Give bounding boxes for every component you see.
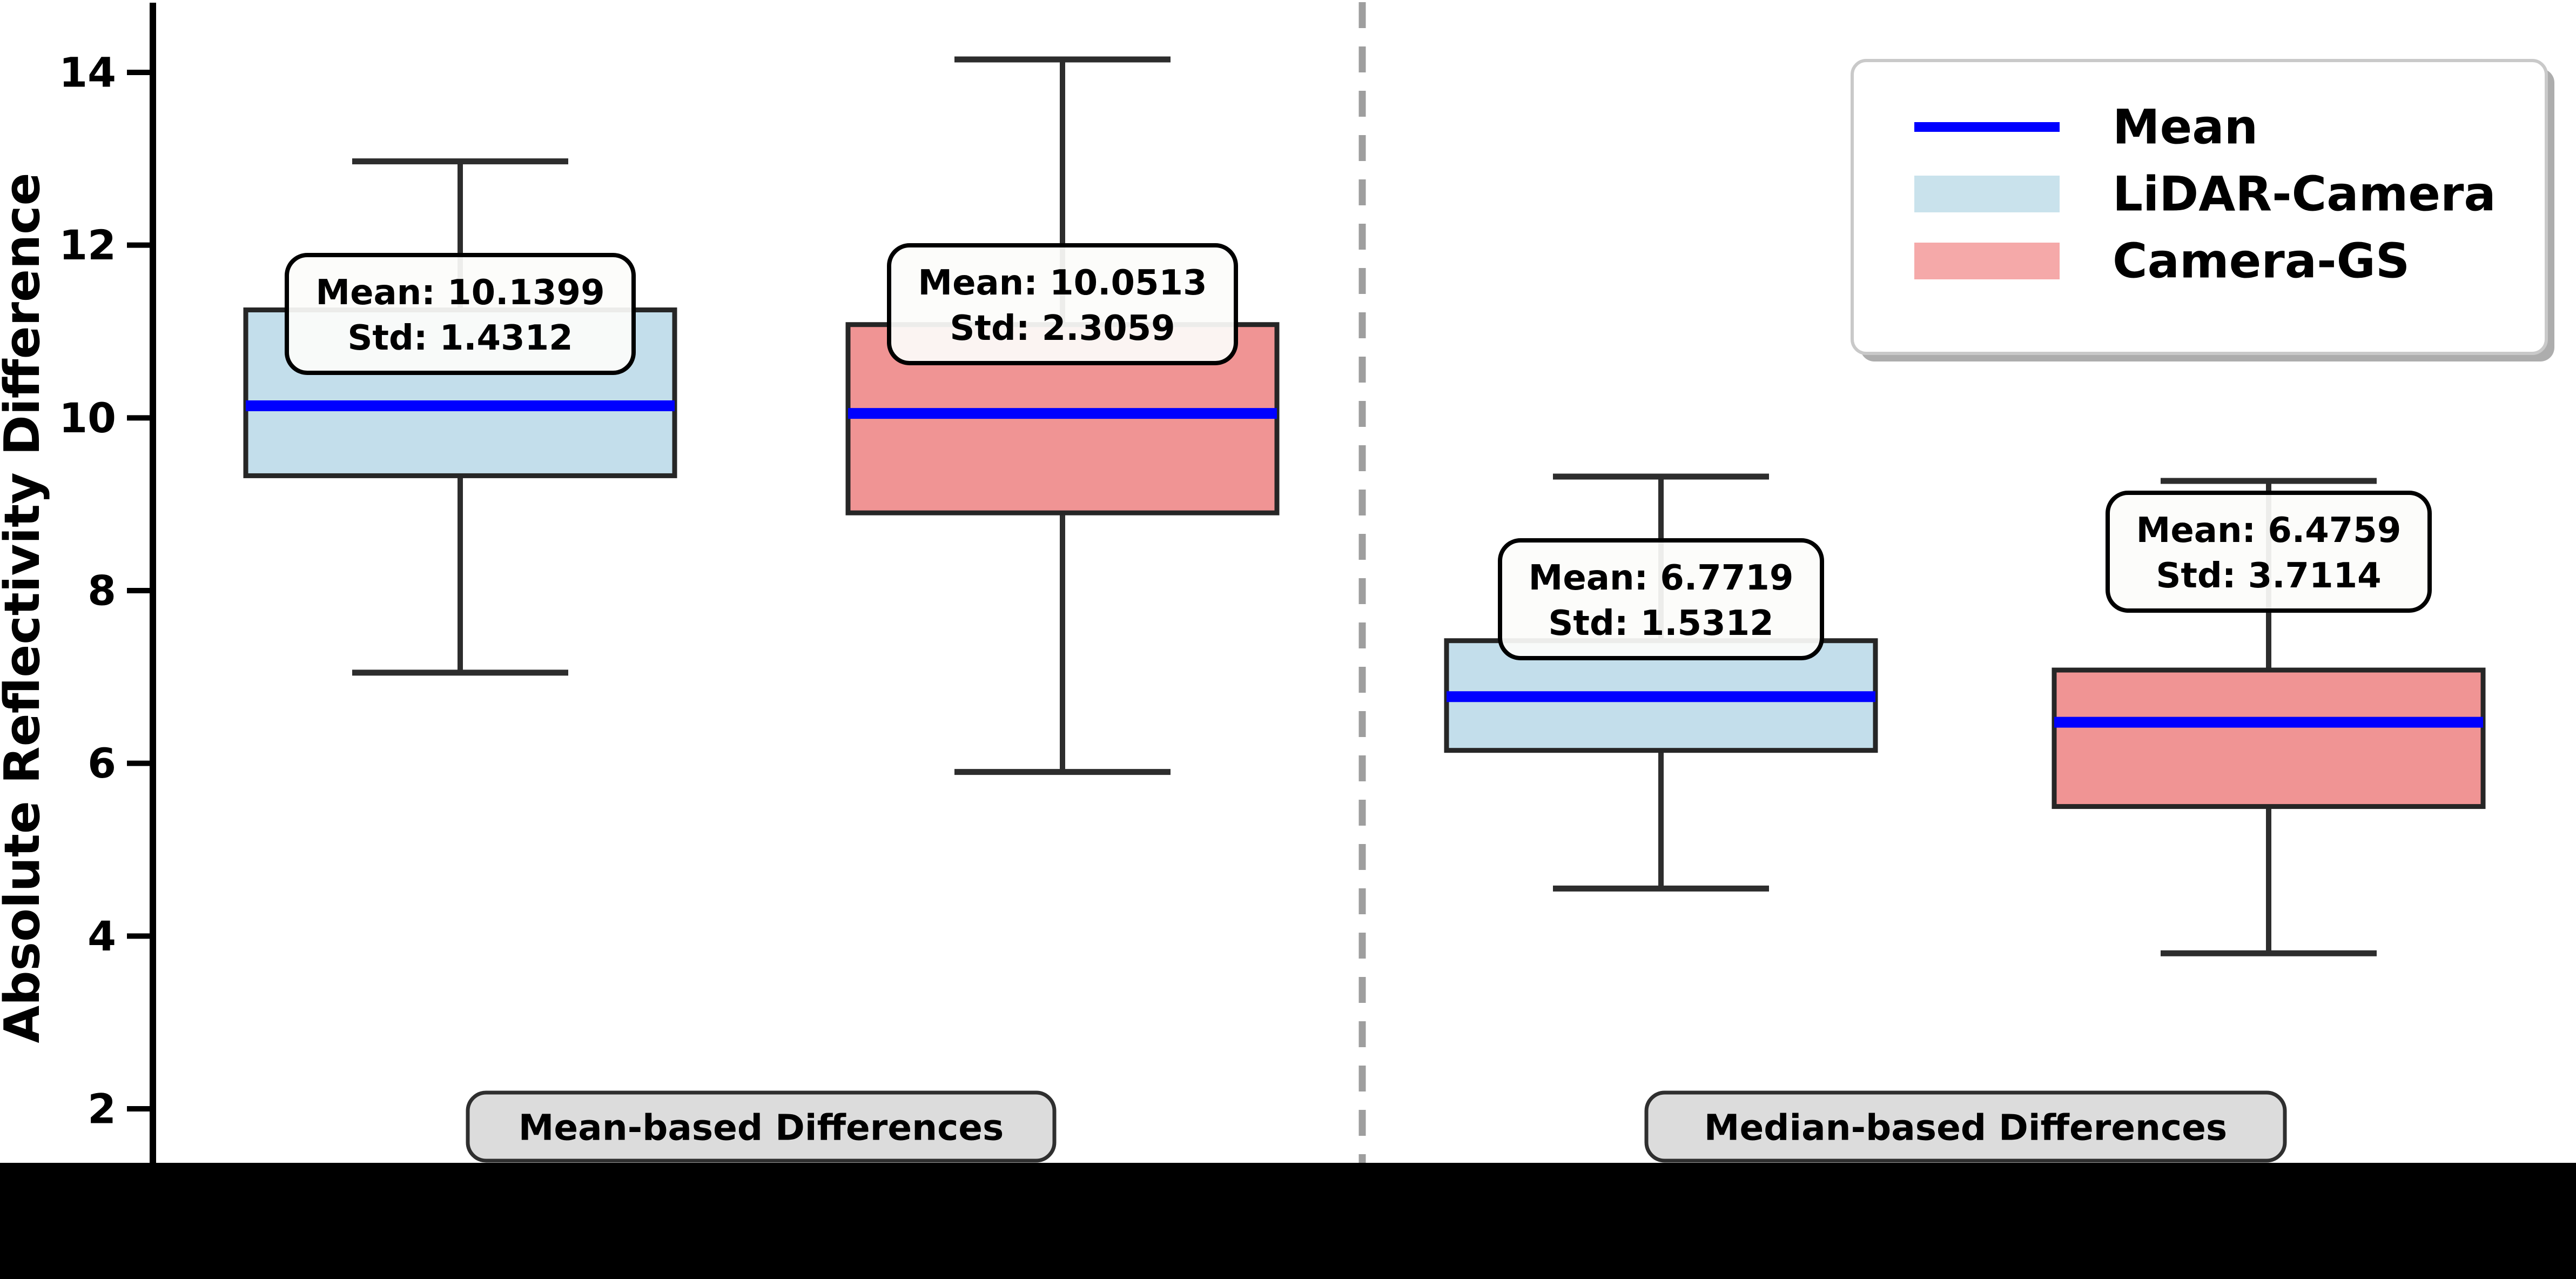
legend-label: Mean — [2113, 99, 2258, 155]
y-tick-label-2: 2 — [88, 1085, 116, 1133]
annotation-mean-text: Mean: 6.4759 — [2136, 511, 2402, 551]
group-label: Median-based Differences — [1644, 1090, 2287, 1163]
y-axis-spine — [150, 3, 156, 1163]
y-tick-label-4: 4 — [88, 912, 116, 960]
annotation-mean-text: Mean: 10.1399 — [315, 273, 604, 313]
annotation-mean-text: Mean: 6.7719 — [1529, 558, 1794, 598]
y-tick-label-14: 14 — [59, 49, 116, 97]
legend-entry-camera-gs: Camera-GS — [1914, 233, 2410, 289]
annotation-box — [887, 243, 1238, 365]
y-tick-label-8: 8 — [88, 567, 116, 615]
annotation-std-text: Std: 3.7114 — [2156, 556, 2381, 596]
legend-label: LiDAR-Camera — [2113, 166, 2496, 222]
x-group-labels: Mean-based Differences Median-based Diffe… — [466, 1090, 2287, 1163]
legend-frame — [1851, 59, 2548, 355]
y-tick-label-10: 10 — [59, 394, 116, 442]
group-label-text: Mean-based Differences — [519, 1107, 1004, 1149]
legend-entry-lidar-camera: LiDAR-Camera — [1914, 166, 2496, 222]
legend-patch-swatch — [1914, 176, 2060, 212]
y-axis-title: Absolute Reflectivity Difference — [0, 172, 51, 1043]
legend-label: Camera-GS — [2113, 233, 2410, 289]
group-label-text: Median-based Differences — [1704, 1107, 2227, 1149]
y-tick-label-12: 12 — [59, 221, 116, 269]
legend-patch-swatch — [1914, 243, 2060, 279]
box-group-median-camera-gs — [2052, 478, 2486, 956]
legend-entry-mean: Mean — [1914, 99, 2258, 155]
annotation-std-text: Std: 2.3059 — [950, 309, 1175, 349]
y-tick-label-6: 6 — [88, 739, 116, 787]
annotation-std-text: Std: 1.5312 — [1548, 604, 1773, 644]
bottom-black-bar — [0, 1163, 2576, 1279]
annotation-box — [1498, 538, 1824, 660]
annotation-mean-text: Mean: 10.0513 — [918, 263, 1207, 303]
group-label-box — [1644, 1090, 2287, 1163]
group-label: Mean-based Differences — [466, 1090, 1057, 1163]
y-axis: Absolute Reflectivity Difference 2 4 6 8 10 1… — [0, 3, 156, 1163]
annotation-box — [285, 253, 636, 375]
annotation-std-text: Std: 1.4312 — [347, 318, 573, 358]
annotation-box — [2106, 491, 2432, 613]
iqr-box — [2052, 667, 2486, 809]
group-label-box — [466, 1090, 1057, 1163]
